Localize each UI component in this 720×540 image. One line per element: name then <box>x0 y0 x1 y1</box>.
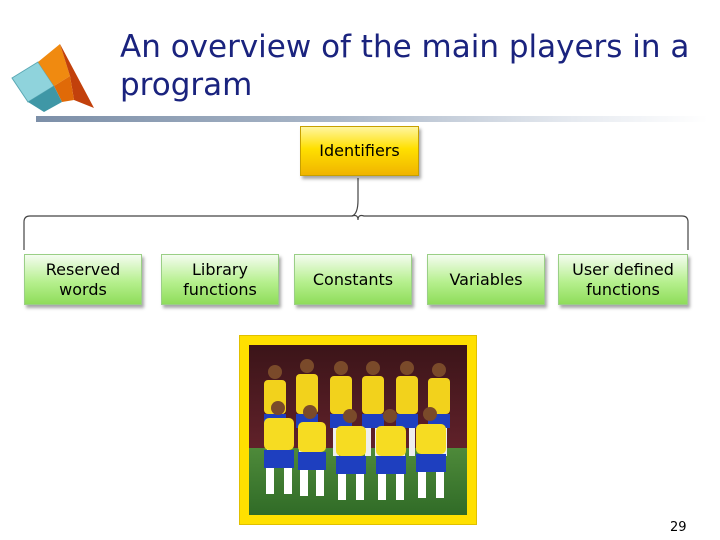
identifiers-node: Identifiers <box>300 126 419 176</box>
reserved-words-node: Reserved words <box>24 254 142 305</box>
branch-bracket <box>23 214 689 250</box>
matlab-logo-icon <box>8 42 100 114</box>
variables-node: Variables <box>427 254 545 305</box>
front-row-players <box>264 401 446 500</box>
constants-node: Constants <box>294 254 412 305</box>
back-row-players <box>264 359 450 456</box>
library-functions-node: Library functions <box>161 254 279 305</box>
root-stem <box>351 178 359 217</box>
team-photo <box>239 335 477 525</box>
title-divider <box>36 116 708 122</box>
page-number: 29 <box>670 520 687 535</box>
user-defined-functions-node: User defined functions <box>558 254 688 305</box>
slide-title: An overview of the main players in a pro… <box>120 29 690 103</box>
